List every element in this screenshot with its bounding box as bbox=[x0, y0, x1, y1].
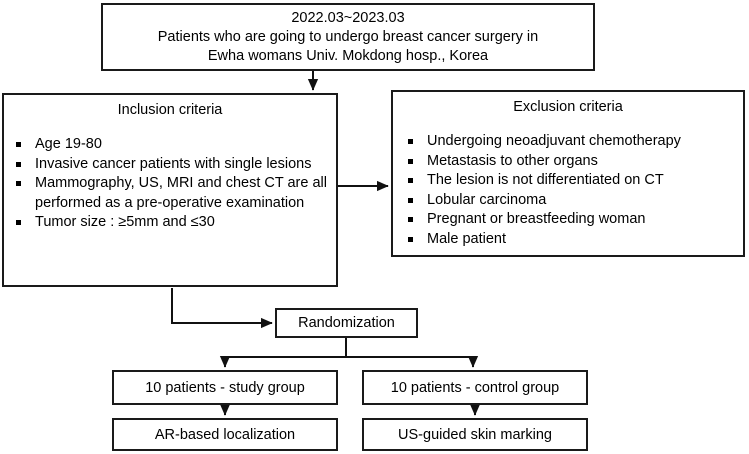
study-group-box: 10 patients - study group bbox=[112, 370, 338, 405]
inclusion-item-tumor-size: Tumor size : ≥5mm and ≤30 bbox=[16, 213, 336, 233]
study-method-box: AR-based localization bbox=[112, 418, 338, 451]
study-cohort-box: 2022.03~2023.03 Patients who are going t… bbox=[101, 3, 595, 71]
cohort-line-period: 2022.03~2023.03 bbox=[291, 9, 405, 26]
inclusion-item-label: Mammography, US, MRI and chest CT are al… bbox=[35, 175, 327, 211]
exclusion-item-label: Metastasis to other organs bbox=[427, 152, 598, 169]
inclusion-item-label: Invasive cancer patients with single les… bbox=[35, 155, 312, 172]
study-group-label: 10 patients - study group bbox=[145, 379, 305, 396]
exclusion-item-neoadjuvant-chemo: Undergoing neoadjuvant chemotherapy bbox=[408, 132, 743, 152]
inclusion-item-imaging-workup: Mammography, US, MRI and chest CT are al… bbox=[16, 174, 336, 213]
bullet-square-icon bbox=[408, 178, 413, 183]
control-group-label: 10 patients - control group bbox=[390, 379, 560, 396]
bullet-square-icon bbox=[16, 220, 21, 225]
inclusion-item-invasive-single-lesion: Invasive cancer patients with single les… bbox=[16, 155, 336, 175]
bullet-square-icon bbox=[408, 197, 413, 203]
exclusion-item-lobular-carcinoma: Lobular carcinoma bbox=[408, 191, 743, 211]
exclusion-title: Exclusion criteria bbox=[513, 99, 623, 115]
exclusion-criteria-box: Exclusion criteria Undergoing neoadjuvan… bbox=[391, 90, 745, 257]
inclusion-criteria-box: Inclusion criteria Age 19-80 Invasive ca… bbox=[2, 93, 338, 287]
bullet-square-icon bbox=[16, 161, 21, 167]
inclusion-item-label: Tumor size : ≥5mm and ≤30 bbox=[35, 214, 215, 230]
bullet-square-icon bbox=[408, 139, 413, 144]
exclusion-item-male-patient: Male patient bbox=[408, 230, 743, 250]
control-method-box: US-guided skin marking bbox=[362, 418, 588, 451]
inclusion-item-age: Age 19-80 bbox=[16, 135, 336, 155]
connector-inclusion-to-randomization bbox=[171, 288, 273, 329]
bullet-square-icon bbox=[16, 181, 21, 186]
exclusion-item-label: Lobular carcinoma bbox=[427, 191, 547, 208]
exclusion-item-label: Male patient bbox=[427, 230, 506, 247]
inclusion-criteria-list: Age 19-80 Invasive cancer patients with … bbox=[4, 135, 336, 233]
randomization-label: Randomization bbox=[298, 315, 395, 331]
inclusion-item-label: Age 19-80 bbox=[35, 136, 102, 152]
exclusion-item-pregnant-breastfeeding: Pregnant or breastfeeding woman bbox=[408, 210, 743, 230]
cohort-line-site: Ewha womans Univ. Mokdong hosp., Korea bbox=[207, 47, 489, 64]
exclusion-item-label: Pregnant or breastfeeding woman bbox=[427, 211, 646, 227]
bullet-square-icon bbox=[408, 236, 413, 242]
control-method-label: US-guided skin marking bbox=[398, 426, 552, 443]
exclusion-item-label: Undergoing neoadjuvant chemotherapy bbox=[427, 133, 681, 149]
inclusion-title: Inclusion criteria bbox=[117, 102, 223, 118]
bullet-square-icon bbox=[408, 158, 413, 164]
exclusion-item-metastasis: Metastasis to other organs bbox=[408, 152, 743, 172]
study-method-label: AR-based localization bbox=[154, 426, 296, 443]
exclusion-item-undifferentiated-ct: The lesion is not differentiated on CT bbox=[408, 171, 743, 191]
cohort-line-population: Patients who are going to undergo breast… bbox=[157, 28, 539, 45]
control-group-box: 10 patients - control group bbox=[362, 370, 588, 405]
bullet-square-icon bbox=[16, 142, 21, 147]
exclusion-item-label: The lesion is not differentiated on CT bbox=[427, 172, 664, 188]
bullet-square-icon bbox=[408, 217, 413, 222]
randomization-box: Randomization bbox=[275, 308, 418, 338]
exclusion-criteria-list: Undergoing neoadjuvant chemotherapy Meta… bbox=[393, 132, 743, 249]
